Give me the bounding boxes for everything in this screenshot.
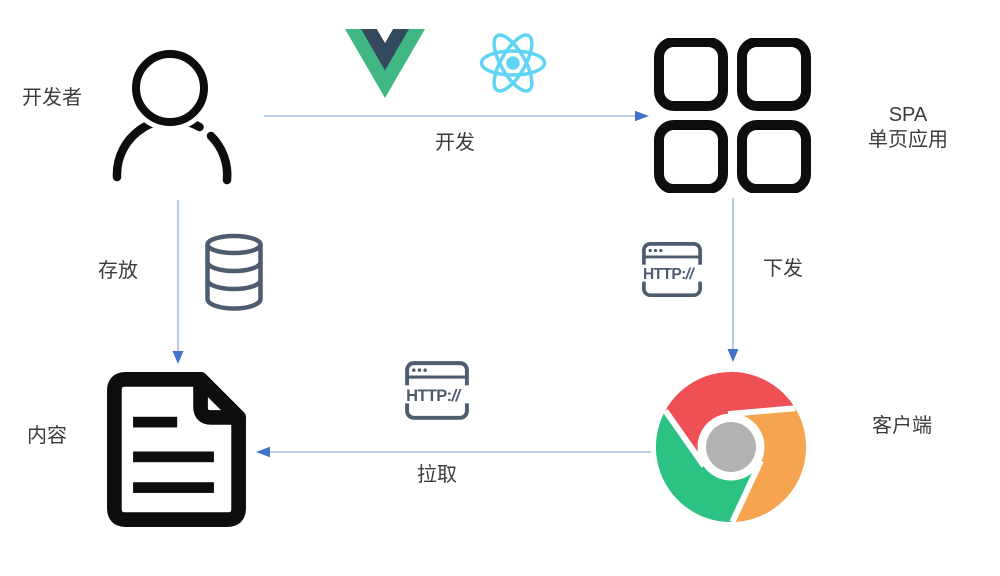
dispatch-edge-label: 下发 [763,258,803,280]
chrome-browser-icon [655,371,807,524]
spa-label-line2: 单页应用 [868,129,948,151]
person-icon [112,48,232,185]
arrow-pull [256,446,651,458]
http-icon-pull: HTTP:// [404,361,470,420]
arrow-dispatch [727,198,739,362]
svg-text:HTTP://: HTTP:// [643,266,695,283]
client-label: 客户端 [872,415,932,437]
developer-label: 开发者 [22,87,82,109]
spa-label: SPA 单页应用 [853,103,963,153]
spa-grid-icon [654,38,811,193]
vue-logo-icon [345,29,425,98]
http-icon-dispatch: HTTP:// [641,242,703,298]
http-text-slashes: // [685,266,696,283]
database-icon [205,233,263,311]
spa-label-line1: SPA [888,104,928,126]
react-logo-icon [479,33,547,93]
http-text-scheme: HTTP: [643,266,686,283]
arrow-develop [264,110,649,122]
arrow-store [172,200,184,364]
store-edge-label: 存放 [98,260,138,282]
svg-text:HTTP://: HTTP:// [406,387,462,405]
pull-edge-label: 拉取 [417,464,457,486]
http-text-scheme: HTTP: [406,387,451,405]
develop-edge-label: 开发 [435,132,475,154]
content-label: 内容 [27,425,67,447]
document-icon [107,372,246,527]
